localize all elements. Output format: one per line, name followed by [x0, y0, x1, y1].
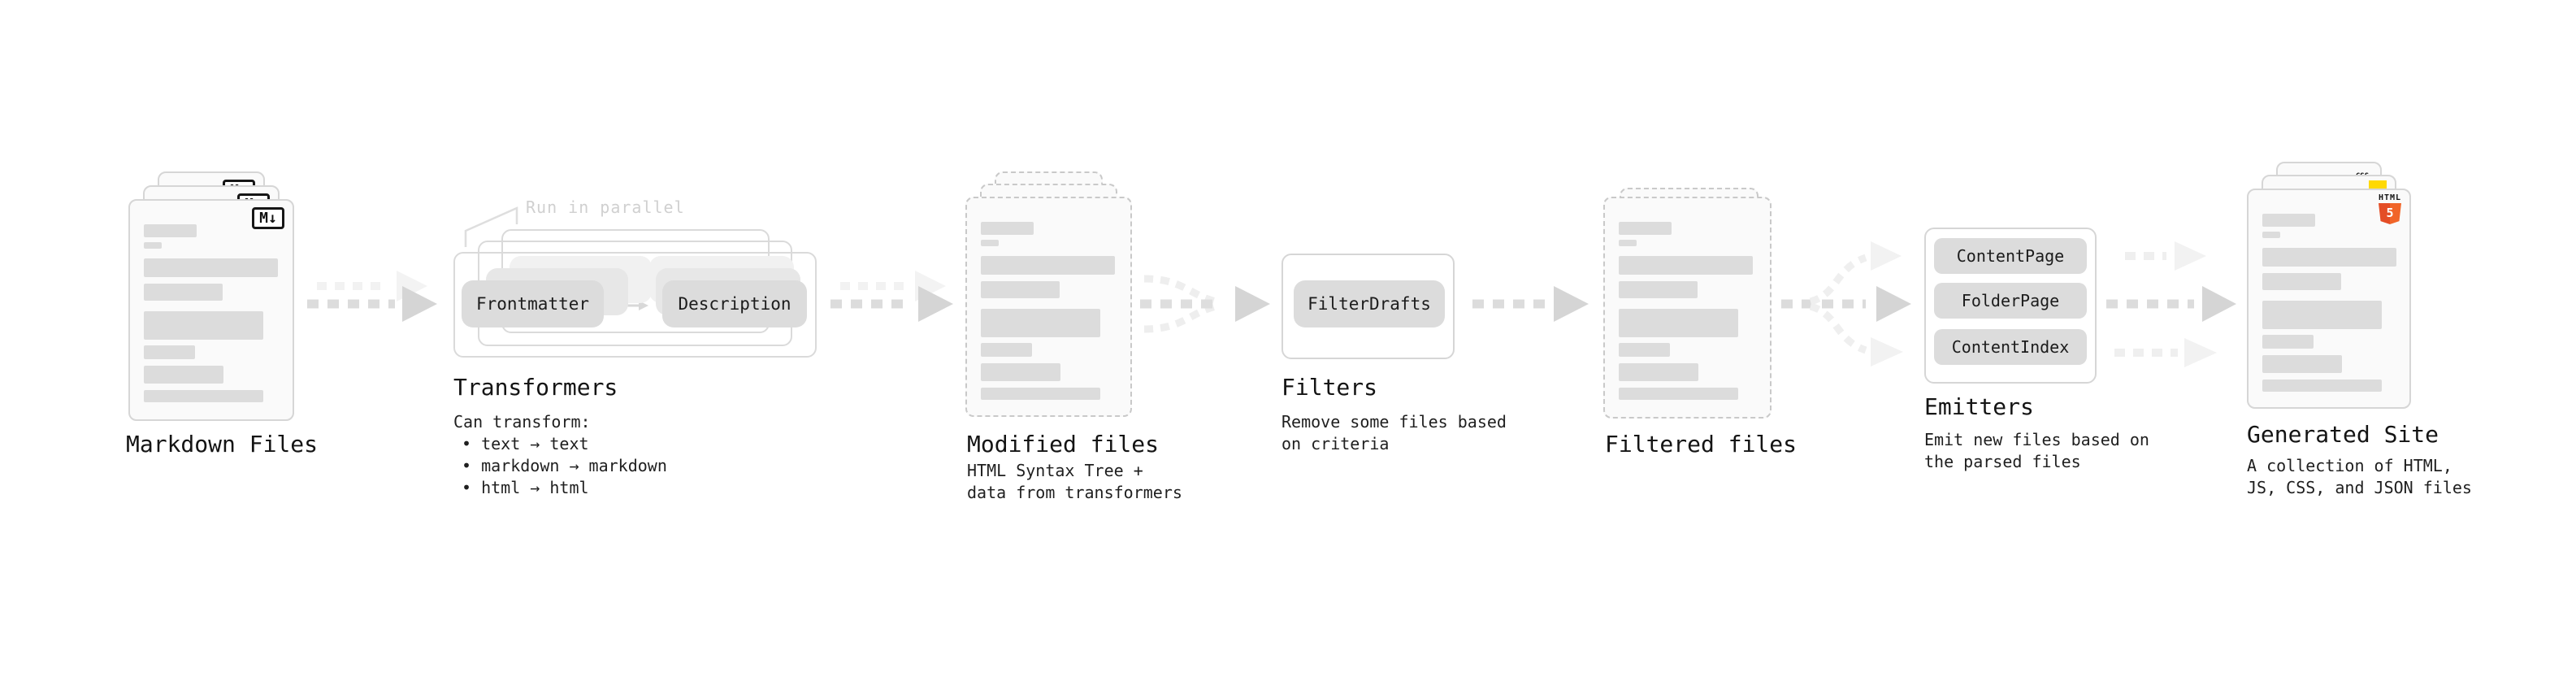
- annotation-run-in-parallel: Run in parallel: [526, 197, 685, 217]
- pill-description: Description: [662, 280, 807, 327]
- desc-line: • text → text: [462, 434, 589, 453]
- markdown-icon: M↓: [252, 207, 284, 229]
- stage-title-generated-site: Generated Site: [2247, 421, 2439, 448]
- flow-arrow-emitters-to-site: [2106, 241, 2236, 367]
- desc-line: • html → html: [462, 478, 589, 497]
- pill-folderpage: FolderPage: [1934, 283, 2087, 319]
- skeleton-lines: [144, 224, 278, 402]
- stage-desc-generated-site: A collection of HTML, JS, CSS, and JSON …: [2247, 455, 2472, 499]
- desc-line: Emit new files based on: [1924, 430, 2149, 449]
- html5-icon-label: HTML: [2378, 193, 2402, 202]
- html5-icon: HTML 5: [2377, 193, 2403, 224]
- pill-contentindex: ContentIndex: [1934, 329, 2087, 365]
- desc-line: the parsed files: [1924, 452, 2081, 471]
- stage-desc-emitters: Emit new files based on the parsed files: [1924, 429, 2149, 473]
- desc-line: HTML Syntax Tree +: [967, 461, 1143, 480]
- stage-desc-filters: Remove some files based on criteria: [1281, 411, 1507, 455]
- desc-line: Can transform:: [453, 412, 591, 432]
- skeleton-lines: [981, 222, 1115, 400]
- flow-arrow-transformers-to-modified: [830, 271, 953, 322]
- flow-arrow-markdown-to-transformers: [307, 271, 437, 322]
- flow-arrow-filters-to-filtered: [1472, 286, 1589, 322]
- desc-line: • markdown → markdown: [462, 456, 667, 475]
- skeleton-lines: [1619, 222, 1753, 400]
- skeleton-lines: [2262, 214, 2396, 392]
- stage-title-markdown-files: Markdown Files: [126, 431, 319, 458]
- flow-arrow-filtered-to-emitters: [1781, 241, 1911, 367]
- transformer-box: [453, 252, 817, 358]
- desc-line: on criteria: [1281, 434, 1390, 453]
- desc-line: data from transformers: [967, 483, 1182, 502]
- file-card-dashed: [1603, 197, 1772, 419]
- desc-line: A collection of HTML,: [2247, 456, 2452, 475]
- flow-arrow-modified-to-filters: [1140, 275, 1270, 333]
- pill-contentpage: ContentPage: [1934, 238, 2087, 274]
- stage-title-transformers: Transformers: [453, 374, 618, 401]
- stage-title-filters: Filters: [1281, 374, 1378, 401]
- stage-title-filtered-files: Filtered files: [1605, 431, 1798, 458]
- desc-line: JS, CSS, and JSON files: [2247, 478, 2472, 497]
- pill-filterdrafts: FilterDrafts: [1294, 280, 1445, 327]
- desc-line: Remove some files based: [1281, 412, 1507, 432]
- stage-desc-transformers: Can transform: • text → text • markdown …: [453, 411, 667, 499]
- stage-title-emitters: Emitters: [1924, 393, 2034, 420]
- pill-frontmatter: Frontmatter: [462, 280, 604, 327]
- file-card: HTML 5: [2247, 189, 2411, 409]
- stage-title-modified-files: Modified files: [967, 431, 1160, 458]
- file-card-dashed: [965, 197, 1132, 417]
- stage-desc-modified-files: HTML Syntax Tree + data from transformer…: [967, 460, 1182, 504]
- file-card: M↓: [128, 199, 294, 421]
- html5-icon-shield: 5: [2379, 203, 2401, 224]
